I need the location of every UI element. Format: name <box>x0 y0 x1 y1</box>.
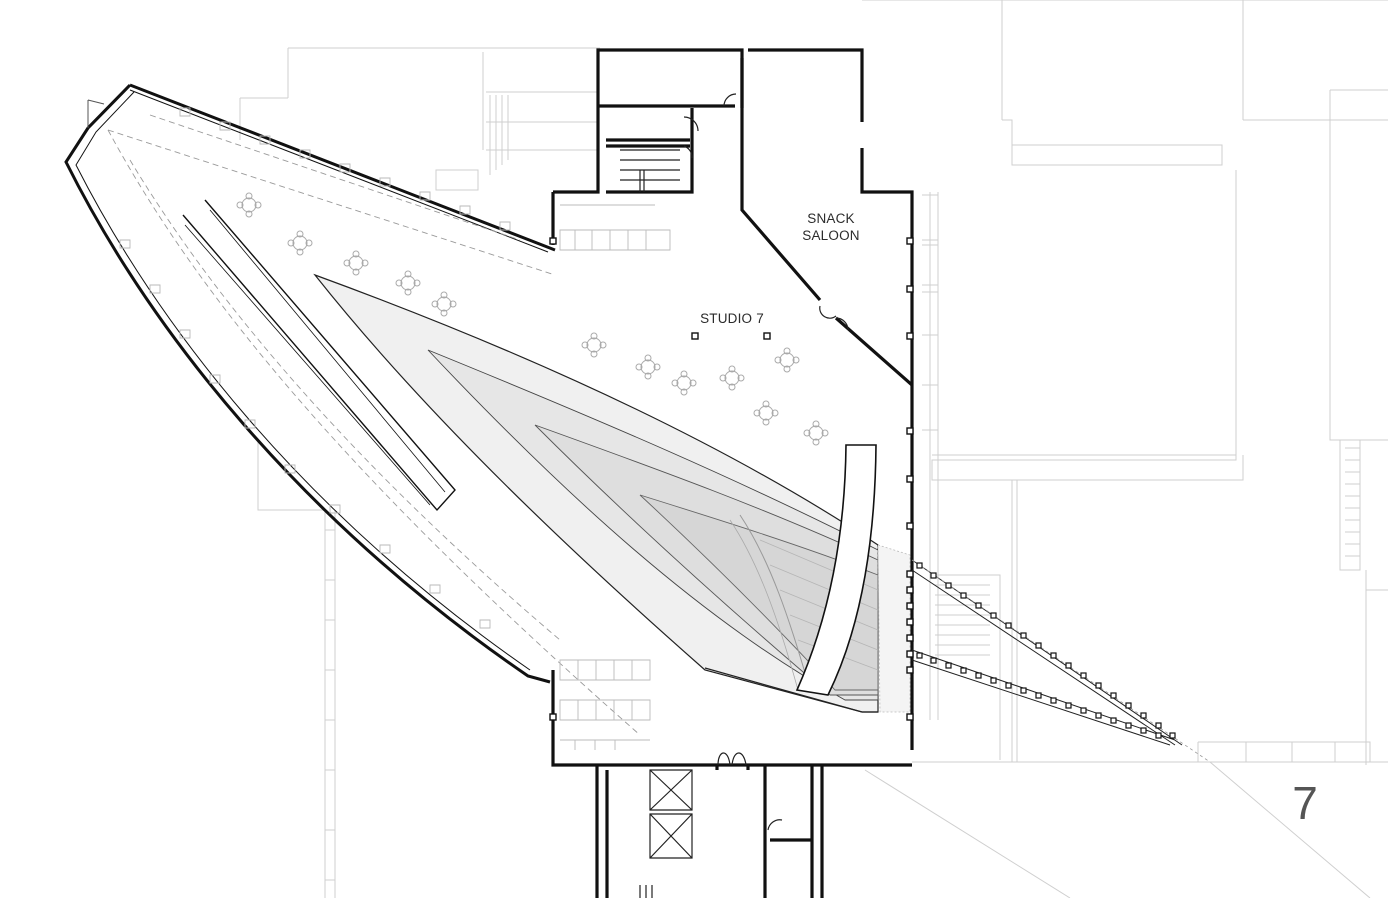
context-lines <box>239 0 1388 898</box>
snack-saloon-label-line1: SNACK <box>807 211 855 226</box>
desk-clusters <box>559 204 671 750</box>
ramp <box>313 273 879 713</box>
round-tables <box>236 192 829 446</box>
studio-7-label: STUDIO 7 <box>700 311 764 326</box>
curved-screen-wall <box>795 444 877 696</box>
core-walls <box>551 48 914 898</box>
level-number: 7 <box>1292 777 1318 829</box>
bridge-truss <box>911 559 1211 763</box>
room-labels: SNACK SALOON STUDIO 7 <box>700 211 859 326</box>
bench-rails <box>182 199 456 512</box>
columns <box>549 237 914 721</box>
outer-blade-wall <box>64 83 556 684</box>
blade-seating <box>119 107 511 629</box>
seating-guides <box>107 114 641 736</box>
snack-saloon-label-line2: SALOON <box>802 228 859 243</box>
stipple-area <box>877 544 911 713</box>
